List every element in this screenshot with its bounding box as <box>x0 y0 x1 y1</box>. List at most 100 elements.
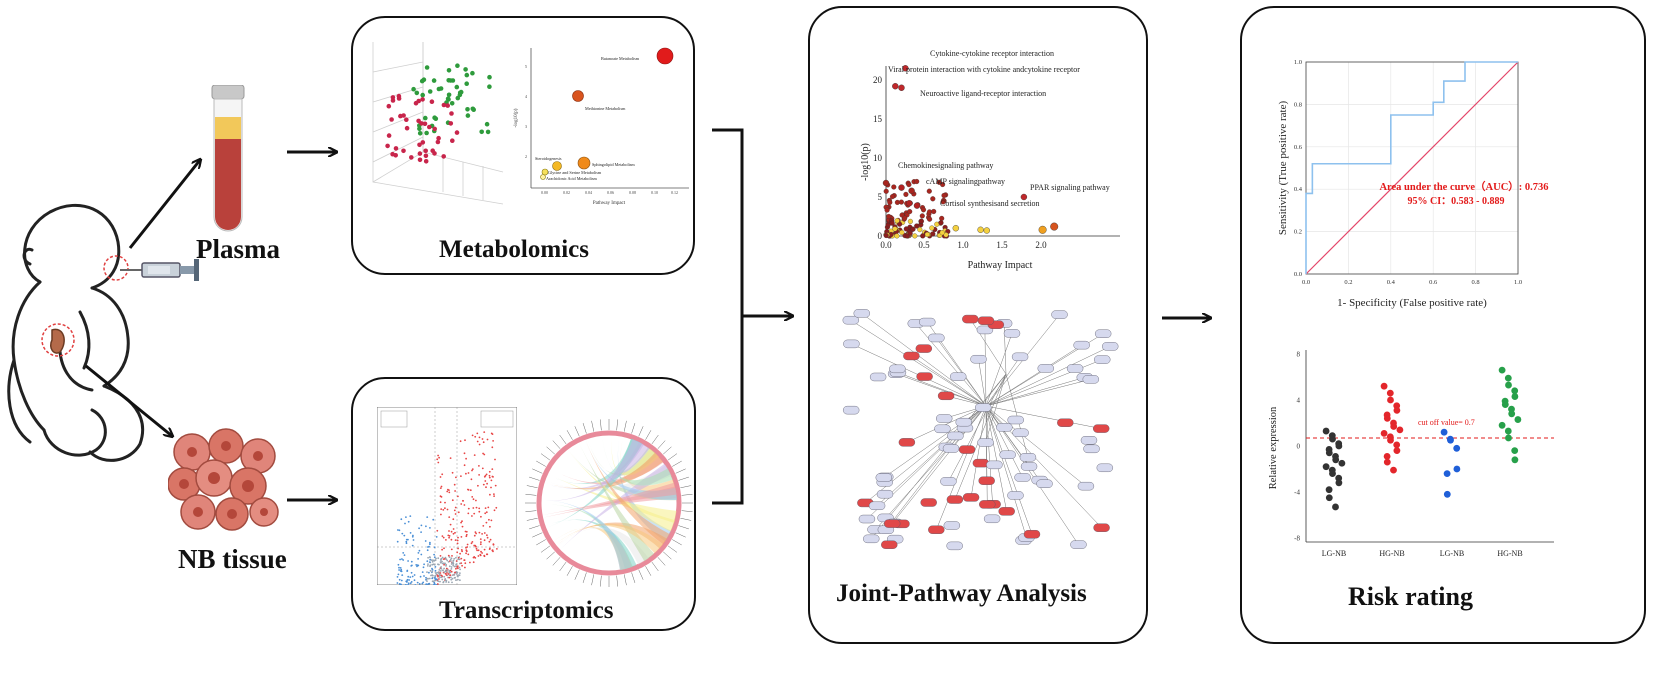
volcano-point <box>444 562 446 565</box>
volcano-point <box>483 532 486 534</box>
volcano-point <box>457 495 459 498</box>
roc-y-tick: 1.0 <box>1294 59 1302 66</box>
volcano-point <box>471 434 474 437</box>
volcano-point <box>470 542 473 545</box>
pca-point <box>422 121 428 127</box>
y-tick-2: 10 <box>873 153 883 163</box>
volcano-point <box>452 562 455 565</box>
volcano-point <box>447 581 450 584</box>
volcano-point <box>490 486 492 489</box>
volcano-point <box>488 548 491 550</box>
volcano-point <box>410 560 413 563</box>
volcano-point <box>437 575 439 578</box>
pca-point <box>421 77 427 82</box>
svg-text:0.06: 0.06 <box>607 190 614 195</box>
group-label-1: HG-NB <box>1379 549 1404 558</box>
volcano-point <box>441 560 443 563</box>
volcano-point <box>439 570 442 572</box>
network-node <box>898 438 916 447</box>
bubble-glycine <box>541 168 549 176</box>
network-node <box>853 309 870 318</box>
expression-point <box>1453 444 1461 452</box>
pca-point <box>484 121 490 127</box>
pathway-point <box>883 232 889 239</box>
expression-point <box>1393 441 1401 449</box>
joint-pathway-panel: 0.0 0.5 1.0 1.5 2.0 0 5 10 15 20 -log10(… <box>808 6 1148 644</box>
volcano-point <box>439 580 441 583</box>
volcano-point <box>423 563 425 566</box>
volcano-point <box>435 584 438 585</box>
volcano-point <box>482 525 485 527</box>
volcano-point <box>450 566 453 568</box>
volcano-point <box>460 521 462 524</box>
volcano-point <box>455 563 457 566</box>
volcano-point <box>494 458 496 461</box>
volcano-point <box>491 446 494 449</box>
volcano-point <box>441 548 443 551</box>
network-node <box>876 490 894 499</box>
volcano-point <box>454 513 457 515</box>
volcano-point <box>444 579 447 581</box>
pathway-point <box>917 227 923 233</box>
volcano-point <box>448 576 451 579</box>
volcano-point <box>450 568 453 570</box>
auc-annotation: Area under the curve（AUC）: 0.736 <box>1379 180 1548 193</box>
expression-point <box>1335 442 1343 450</box>
expression-point <box>1498 366 1506 374</box>
pca-point <box>441 102 447 108</box>
bubble-label-0: Butanoate Metabolism <box>601 56 640 61</box>
volcano-point <box>398 578 401 581</box>
network-node <box>1007 415 1024 425</box>
volcano-point <box>442 536 445 539</box>
volcano-point <box>439 555 442 557</box>
pathway-point <box>939 230 945 236</box>
network-node <box>1077 481 1095 491</box>
volcano-point <box>399 583 402 585</box>
expression-y-tick: 4 <box>1297 397 1301 405</box>
volcano-point <box>427 563 429 565</box>
pathway-point <box>907 230 913 236</box>
bubble-ylabel: -log10(p) <box>514 108 519 127</box>
pca-point <box>470 106 476 112</box>
volcano-point <box>427 583 430 585</box>
volcano-point <box>478 474 480 476</box>
network-node <box>947 431 964 441</box>
volcano-point <box>429 527 431 529</box>
volcano-point <box>439 495 442 498</box>
volcano-point <box>452 559 455 562</box>
pca-point <box>430 148 435 153</box>
volcano-point <box>451 577 454 580</box>
network-node <box>916 372 933 381</box>
pathway-point <box>920 207 927 213</box>
volcano-point <box>447 534 450 537</box>
volcano-point <box>409 532 412 534</box>
volcano-point <box>453 574 455 576</box>
volcano-point <box>439 476 442 478</box>
pca-point <box>470 70 475 76</box>
volcano-point <box>462 500 464 502</box>
network-node <box>943 521 961 530</box>
pathway-point <box>884 207 890 213</box>
volcano-point <box>449 523 452 526</box>
y-tick-0: 0 <box>878 231 883 241</box>
bubble-label-3: Steroidogenesis <box>535 156 562 161</box>
volcano-point <box>413 574 416 576</box>
volcano-point <box>448 569 451 572</box>
volcano-point <box>460 503 463 505</box>
network-node <box>1093 523 1110 532</box>
pca-point <box>420 92 425 98</box>
network-node <box>1037 364 1054 373</box>
bubble-label-1: Methionine Metabolism <box>585 106 626 111</box>
pca-point <box>386 133 392 138</box>
pathway-point <box>1038 225 1047 234</box>
volcano-point <box>429 564 432 567</box>
svg-text:0.12: 0.12 <box>671 190 678 195</box>
volcano-point <box>456 539 459 542</box>
volcano-point <box>440 513 442 516</box>
expression-point <box>1508 410 1516 418</box>
volcano-point <box>416 564 419 566</box>
network-node <box>1036 479 1053 488</box>
volcano-point <box>491 475 494 478</box>
pca-point <box>396 93 402 99</box>
network-node <box>958 445 976 454</box>
